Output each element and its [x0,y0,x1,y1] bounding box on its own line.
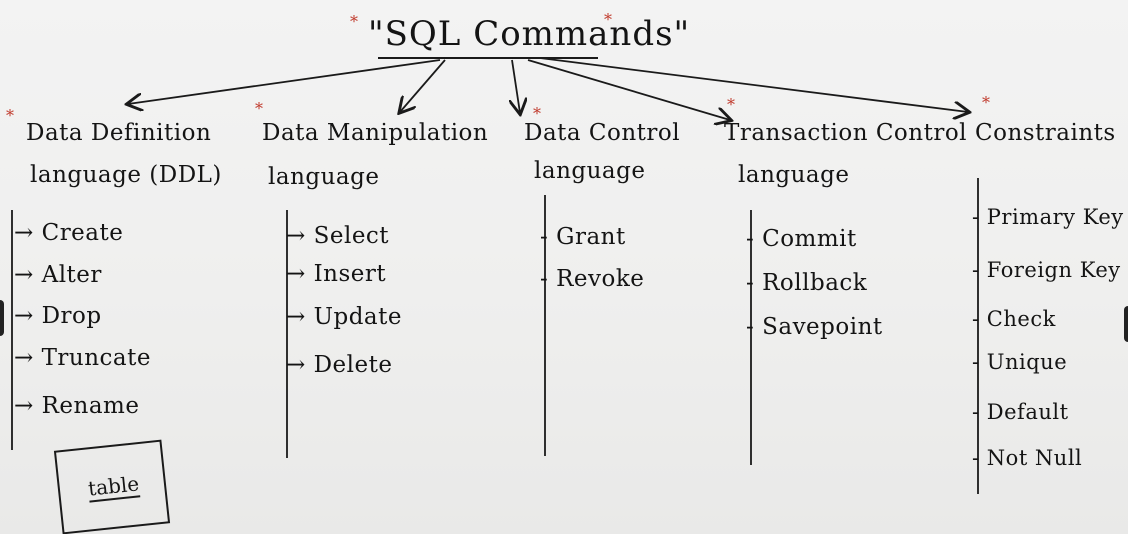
red-star-mark: * [604,10,612,29]
dml-item-update: → Update [286,304,402,330]
constraint-item-check: - Check [972,307,1056,331]
ddl-item-truncate: → Truncate [14,345,152,371]
red-star-mark: * [533,104,541,123]
arrow-icon: → [286,352,306,378]
arrow-icon: → [286,304,306,330]
constraint-item-default: - Default [972,400,1069,424]
tcl-item-savepoint: - Savepoint [746,314,883,340]
dash-icon: - [746,314,755,340]
arrow-to-tcl [527,59,730,120]
frame-edge-left [0,300,4,336]
dml-header-line2: language [268,164,380,190]
red-star-mark: * [255,99,263,118]
constraint-item-foreign-key: - Foreign Key [972,258,1121,282]
dash-icon: - [972,400,980,424]
constraint-item-unique: - Unique [972,350,1068,374]
arrow-icon: → [14,345,34,371]
dml-item-insert: → Insert [286,261,387,287]
constraints-header: Constraints [975,120,1116,146]
red-star-mark: * [727,95,735,114]
dash-icon: - [540,224,549,250]
dash-icon: - [972,205,980,229]
diagram-title: "SQL Commands" [368,14,691,54]
ddl-item-rename: → Rename [14,393,140,419]
tcl-header-line2: language [738,162,850,188]
ddl-item-create: → Create [14,220,124,246]
arrow-icon: → [14,303,34,329]
ddl-header-line2: language (DDL) [30,162,222,188]
tcl-header-line1: Transaction Control [724,120,968,146]
red-star-mark: * [6,106,14,125]
ddl-item-drop: → Drop [14,303,102,329]
dcl-item-revoke: - Revoke [540,266,645,292]
constraint-item-primary-key: - Primary Key [972,205,1124,229]
dml-item-delete: → Delete [286,352,393,378]
dash-icon: - [972,307,980,331]
dml-item-select: → Select [286,223,390,249]
arrow-icon: → [14,220,34,246]
dcl-item-grant: - Grant [540,224,626,250]
arrow-icon: → [286,223,306,249]
dash-icon: - [540,266,549,292]
arrow-icon: → [14,262,34,288]
arrow-to-dml [400,59,446,112]
tcl-item-commit: - Commit [746,226,857,252]
constraint-item-not-null: - Not Null [972,446,1083,470]
dash-icon: - [972,446,980,470]
arrow-to-constraints [539,57,968,112]
dcl-header-line2: language [534,158,646,184]
red-star-mark: * [350,12,358,31]
tcl-item-rollback: - Rollback [746,270,868,296]
arrow-icon: → [286,261,306,287]
dash-icon: - [972,350,980,374]
arrow-to-dcl [512,59,520,113]
red-star-mark: * [982,93,990,112]
arrow-icon: → [14,393,34,419]
dml-header-line1: Data Manipulation [262,120,489,146]
arrow-to-ddl [128,59,441,104]
frame-edge-right [1124,306,1128,342]
dash-icon: - [746,270,755,296]
dcl-header-line1: Data Control [524,120,681,146]
dash-icon: - [972,258,980,282]
dash-icon: - [746,226,755,252]
ddl-item-alter: → Alter [14,262,102,288]
table-note-label: table [86,471,141,503]
ddl-header-line1: Data Definition [26,120,212,146]
